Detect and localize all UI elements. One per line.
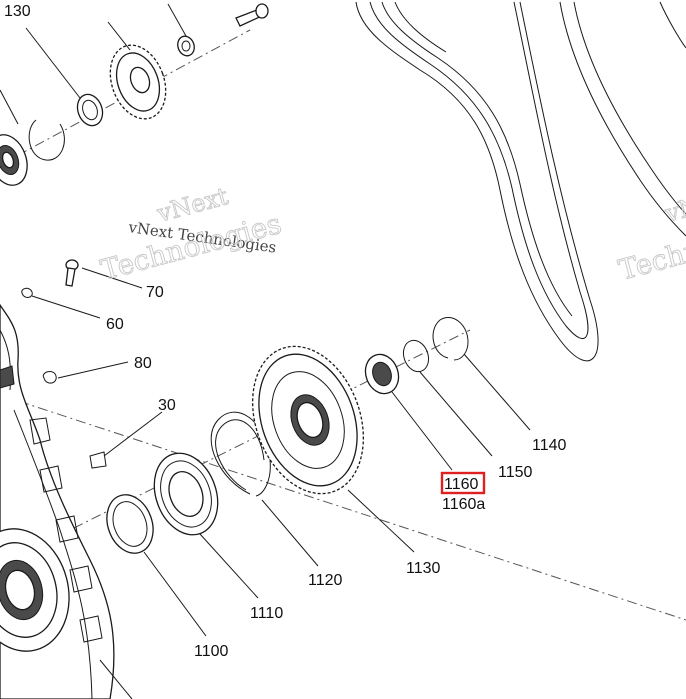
watermark-techno-right: Techno xyxy=(615,229,686,287)
callout-60: 60 xyxy=(106,316,124,333)
callout-70: 70 xyxy=(146,284,164,301)
callout-1140: 1140 xyxy=(532,437,567,454)
upper-left-bearing xyxy=(0,134,28,186)
gear-1130 xyxy=(252,345,364,495)
upper-snap-ring xyxy=(28,119,65,161)
upper-washer xyxy=(177,35,195,57)
upper-gear xyxy=(109,44,167,120)
callout-1110: 1110 xyxy=(250,605,283,622)
upper-bearing-ring xyxy=(76,93,104,127)
drive-belt xyxy=(355,1,686,362)
callout-1100: 1100 xyxy=(194,643,229,660)
upper-bolt xyxy=(235,3,269,27)
bearing-1110 xyxy=(153,452,219,536)
clip-30 xyxy=(89,451,107,469)
frame-axis xyxy=(0,394,686,621)
callout-30: 30 xyxy=(158,397,176,414)
callout-1160-highlight xyxy=(440,471,486,495)
shaft-axis-lower xyxy=(19,329,471,556)
callout-80: 80 xyxy=(134,355,152,372)
clip-60 xyxy=(21,287,33,298)
screw-70 xyxy=(65,259,79,287)
snap-ring-1120 xyxy=(210,411,271,497)
ring-1150 xyxy=(402,339,430,373)
callout-1150: 1150 xyxy=(498,464,533,481)
watermark-vn-right: vN xyxy=(661,192,686,228)
callout-1160a: 1160a xyxy=(442,496,485,513)
housing-bearing xyxy=(0,528,70,652)
leader-lines xyxy=(0,3,531,699)
hub-1160 xyxy=(364,353,400,395)
snap-ring-1140 xyxy=(432,317,469,361)
callout-130: 130 xyxy=(4,3,31,20)
callout-1120: 1120 xyxy=(308,572,343,589)
seal-ring-1100 xyxy=(106,494,154,554)
callout-1160[interactable]: 1160 xyxy=(444,476,479,493)
callout-1130: 1130 xyxy=(406,560,441,577)
clip-80 xyxy=(42,371,57,384)
